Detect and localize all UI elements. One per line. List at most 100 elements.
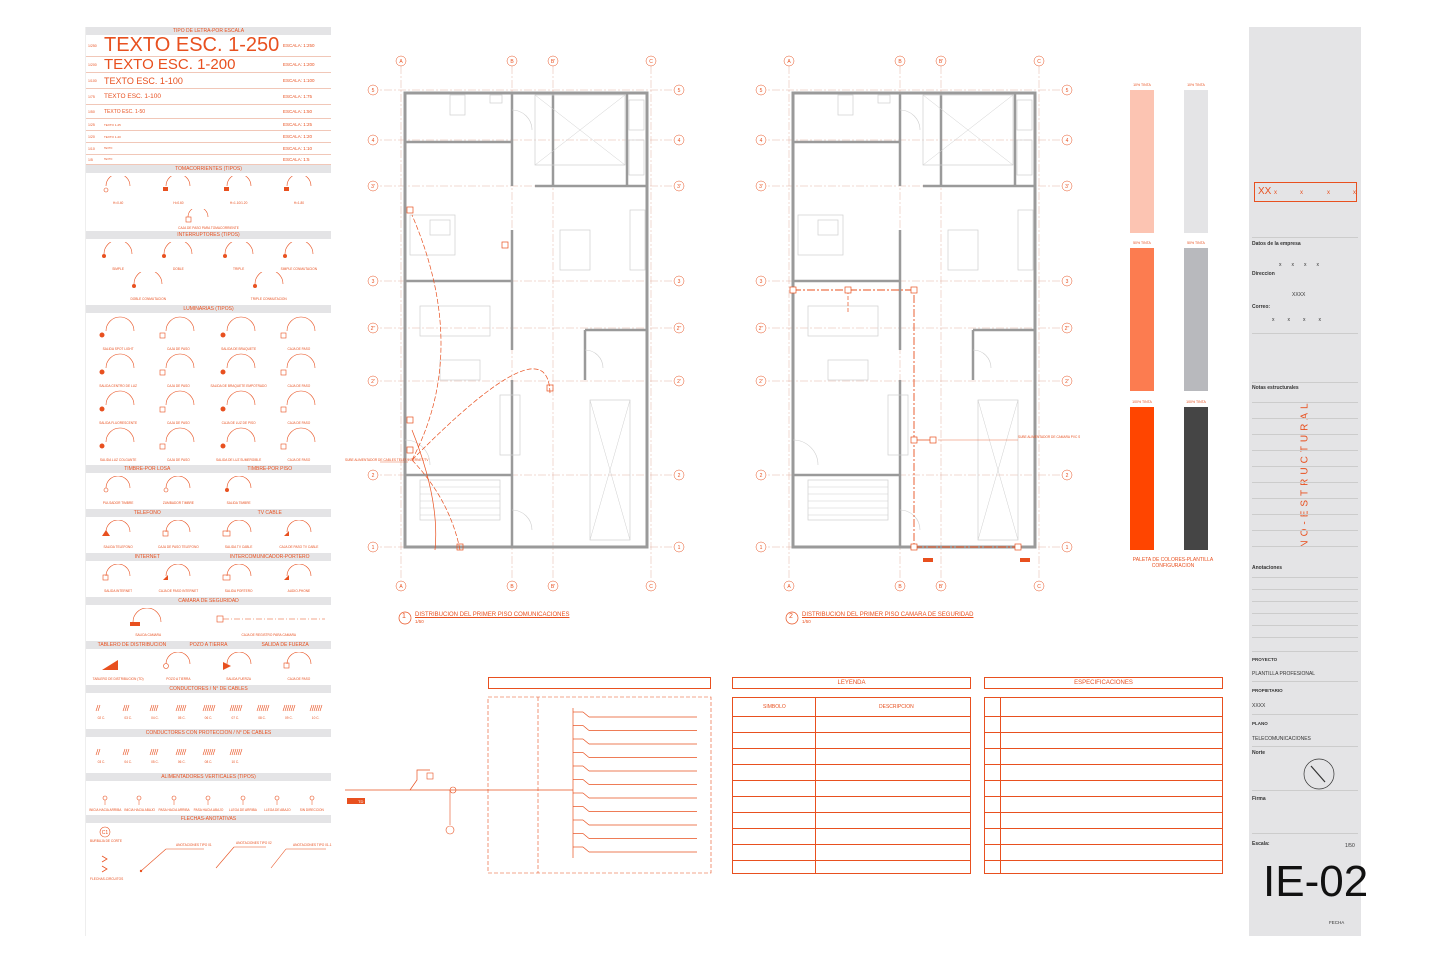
axis-label: B bbox=[510, 584, 514, 590]
table-row-line bbox=[733, 748, 970, 749]
luminaria-symbol: CAJA DE PASO bbox=[269, 315, 329, 352]
palette-swatch bbox=[1184, 248, 1208, 391]
interruptor-grid: SIMPLE DOBLE TRIPLE SIMPLE CONMUTACION D… bbox=[86, 239, 331, 305]
axis-label: 2 bbox=[678, 473, 681, 479]
axis-bubble bbox=[783, 55, 795, 67]
axis-label: 1 bbox=[372, 545, 375, 551]
luminaria-symbol: CAJA DE PASO bbox=[269, 352, 329, 389]
axis-bubble bbox=[1061, 275, 1073, 287]
camera-box-symbol: CAJA DE REGISTRO PARA CAMARA bbox=[209, 608, 330, 638]
internet-symbol: SALIDA INTERNET bbox=[88, 564, 148, 594]
conductor-symbol: 05 C. bbox=[168, 701, 195, 721]
palette-label: 50% TINTA bbox=[1133, 241, 1151, 245]
timbre-symbol-empty bbox=[269, 476, 329, 506]
conductor-symbol: 03 C. bbox=[88, 745, 115, 765]
camera-box-symbol bbox=[789, 286, 797, 294]
furniture bbox=[429, 219, 451, 236]
luminaria-symbol: SALIDA DE BRAQUETE EMPOTRADO bbox=[209, 352, 269, 389]
axis-label: 2 bbox=[1066, 473, 1069, 479]
circuit-line bbox=[411, 214, 442, 461]
luminaria-symbol: SALIDA CENTRO DE LUZ bbox=[88, 352, 148, 389]
scale-ratio: 1/10 bbox=[88, 146, 95, 151]
scale-sample-text: TEXTO ESC. 1-100 bbox=[104, 93, 161, 100]
axis-label: 3' bbox=[759, 184, 763, 190]
furniture bbox=[409, 214, 456, 256]
door-swing bbox=[511, 109, 533, 131]
scale-sample-text: TEXTO ESC. 1-100 bbox=[104, 75, 183, 86]
axis-bubble bbox=[547, 55, 559, 67]
anotaciones-label: Anotaciones bbox=[1252, 565, 1283, 571]
timbre-grid: PULSADOR TIMBRE ZUMBADOR TIMBRE SALIDA T… bbox=[86, 473, 331, 509]
furniture bbox=[807, 479, 889, 521]
furniture bbox=[887, 394, 909, 456]
furniture bbox=[628, 99, 645, 131]
furniture bbox=[827, 359, 869, 381]
scale-label: ESCALA: 1:25 bbox=[283, 122, 313, 127]
ground-symbol: POZO A TIERRA bbox=[148, 652, 208, 682]
axis-bubble bbox=[547, 580, 559, 592]
camera-symbol: SALIDA CAMARA bbox=[88, 608, 209, 638]
no-estructural-text: NO-ESTRUCTURAL bbox=[1299, 399, 1311, 548]
escala-value: 1/50 bbox=[1345, 843, 1355, 849]
table-row-line bbox=[733, 796, 970, 797]
flecha-label: BURBUJA DE CORTE bbox=[90, 839, 122, 843]
note-line bbox=[1252, 546, 1358, 547]
axis-bubble bbox=[755, 134, 767, 146]
furniture bbox=[947, 229, 979, 271]
axis-bubble bbox=[673, 84, 685, 96]
alimentador-symbol: SIN DIRECCION bbox=[295, 793, 329, 813]
table-col-line bbox=[1000, 698, 1001, 873]
scale-label: ESCALA: 1:100 bbox=[283, 78, 315, 83]
power-box-symbol: CAJA DE PASO bbox=[269, 652, 329, 682]
conductor-symbol: 05 C. bbox=[142, 745, 169, 765]
conductor-symbol: 02 C. bbox=[88, 701, 115, 721]
panel-symbol: TABLERO DE DISTRIBUCION (TD) bbox=[88, 652, 148, 682]
furniture bbox=[877, 94, 891, 104]
escala-label: Escala: bbox=[1252, 841, 1270, 847]
section-header-camara: CAMARA DE SEGURIDAD bbox=[86, 597, 331, 605]
scale-ratio: 1/20 bbox=[88, 134, 95, 139]
alimentador-symbol: LLEGA DE ARRIBA bbox=[226, 793, 260, 813]
note-line bbox=[1252, 625, 1358, 626]
axis-bubble bbox=[935, 580, 947, 592]
axis-label: 3' bbox=[1065, 184, 1069, 190]
notas-label: Notas estructurales bbox=[1252, 385, 1299, 391]
door-swing bbox=[584, 349, 604, 369]
logo-x: x bbox=[1353, 190, 1356, 196]
phone-symbol: SALIDA TELEFONO bbox=[88, 520, 148, 550]
furniture bbox=[439, 359, 481, 381]
furniture bbox=[977, 399, 1019, 541]
outlet-symbol bbox=[546, 384, 554, 392]
axis-bubble bbox=[755, 541, 767, 553]
scale-ratio: 1/75 bbox=[88, 94, 95, 99]
axis-bubble bbox=[1033, 55, 1045, 67]
plano-label: PLANO bbox=[1252, 721, 1268, 726]
axis-bubble bbox=[645, 580, 657, 592]
timbre-symbol: PULSADOR TIMBRE bbox=[88, 476, 148, 506]
furniture bbox=[629, 209, 646, 271]
palette-label: 100% TINTA bbox=[1132, 400, 1152, 404]
luminaria-symbol: CAJA DE PASO bbox=[148, 315, 208, 352]
furniture bbox=[419, 305, 491, 337]
axis-bubble bbox=[367, 541, 379, 553]
furniture bbox=[534, 94, 626, 166]
furniture bbox=[817, 219, 839, 236]
proyecto-value: PLANTILLA PROFESIONAL bbox=[1252, 671, 1316, 677]
note-line bbox=[1252, 601, 1358, 602]
axis-label: 3 bbox=[1066, 279, 1069, 285]
axis-label: 3 bbox=[678, 279, 681, 285]
switch-symbol: SIMPLE bbox=[88, 242, 148, 272]
axis-bubble bbox=[755, 375, 767, 387]
table-row-line bbox=[733, 812, 970, 813]
camera-icon bbox=[1020, 558, 1030, 562]
circuit-line bbox=[411, 459, 461, 551]
scale-ratio: 1/5 bbox=[88, 157, 93, 162]
axis-bubble bbox=[367, 375, 379, 387]
axis-bubble bbox=[935, 55, 947, 67]
